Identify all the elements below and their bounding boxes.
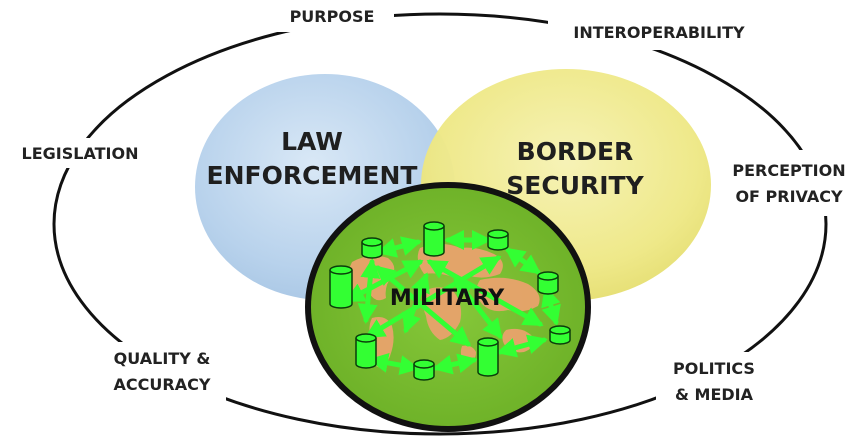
arrow-icon [453,276,503,340]
arrow-icon [432,353,478,375]
border-label-line2: SECURITY [506,171,644,200]
perception-label-line2: OF PRIVACY [735,187,843,206]
databases [329,221,571,381]
database-icon [329,265,353,309]
network-arrows [344,230,561,375]
perception-label-line1: PERCEPTION [732,161,845,180]
quality-label-line1: QUALITY & [114,349,211,368]
database-icon [487,229,509,251]
purpose-label: PURPOSE [290,7,375,26]
outer-ring [52,12,828,436]
legislation-label: LEGISLATION [22,144,139,163]
arrow-icon [376,236,422,258]
database-icon [477,337,499,377]
database-icon [361,237,383,259]
arrow-icon [364,255,502,339]
arrow-icon [368,353,420,375]
border-label-line1: BORDER [517,137,634,166]
politics-label-line2: & MEDIA [675,385,754,404]
database-icon [355,333,377,369]
military-label: MILITARY [390,286,505,311]
arrow-icon [496,334,548,358]
database-icon [413,359,435,381]
database-icon [423,221,445,257]
law-label-line1: LAW [281,127,343,156]
arrow-icon [344,259,424,303]
military-circle: MILITARY [305,182,591,432]
arrow-icon [541,286,561,326]
quality-label-line2: ACCURACY [114,375,211,394]
politics-label-line1: POLITICS [673,359,755,378]
database-icon [537,271,559,295]
arrow-icon [402,272,430,334]
database-icon [549,325,571,345]
interoperability-label: INTEROPERABILITY [573,23,745,42]
law-label-line2: ENFORCEMENT [207,161,418,190]
